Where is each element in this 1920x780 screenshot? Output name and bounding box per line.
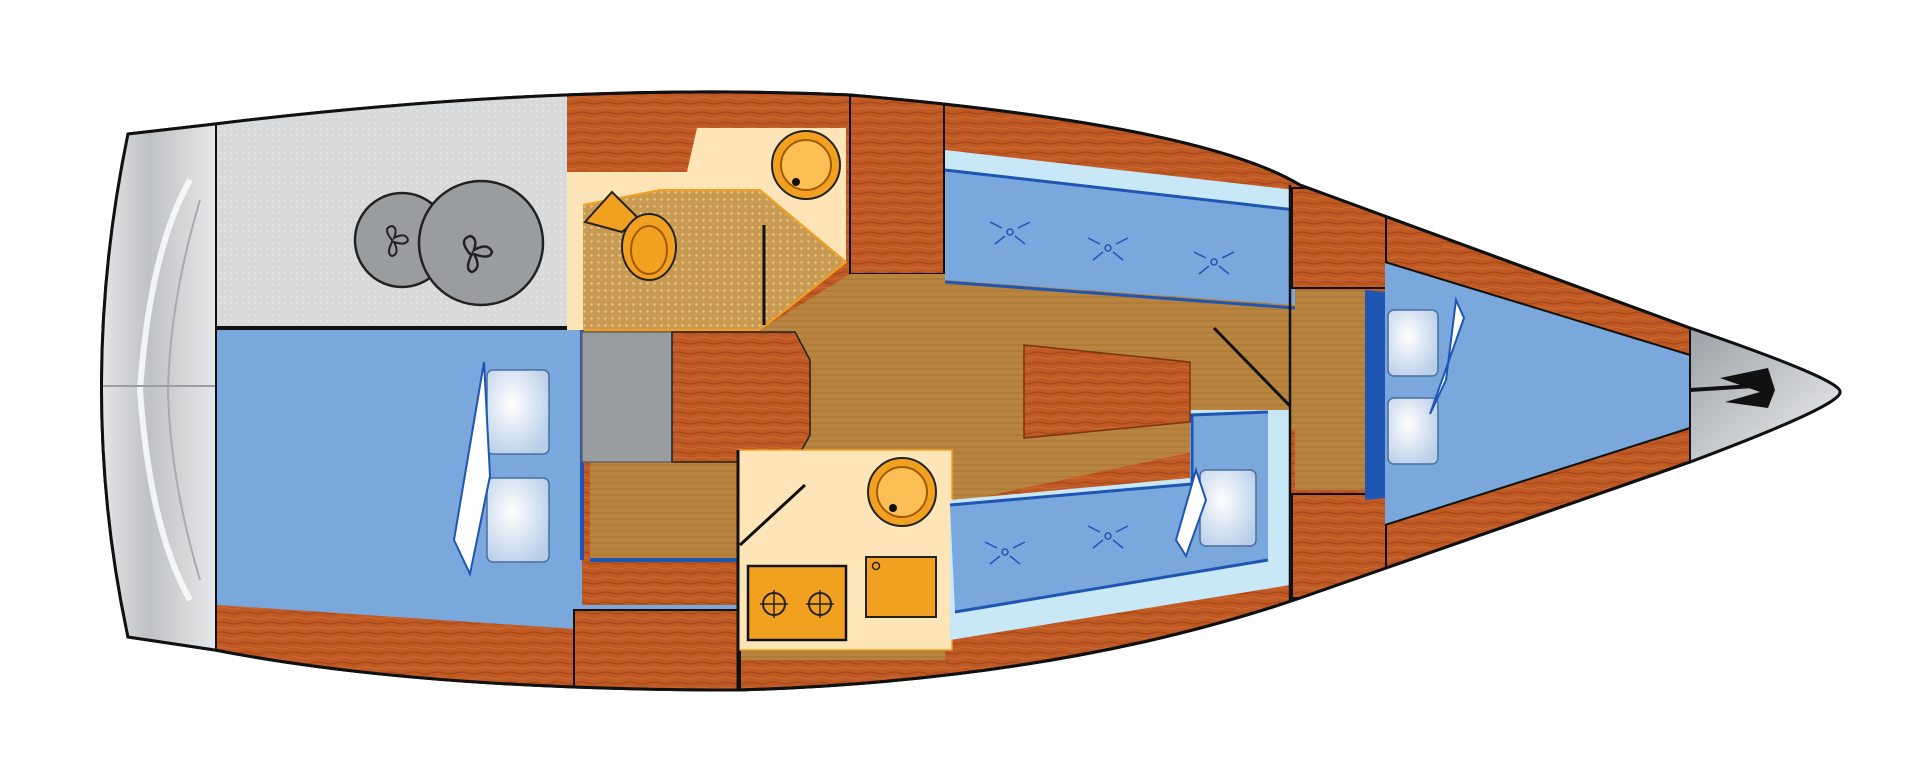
stern-transom — [101, 100, 218, 680]
steps-icon — [671, 331, 811, 463]
wheel-icon — [417, 179, 545, 307]
settee-starboard — [949, 410, 1290, 640]
hull-outline — [100, 90, 1842, 692]
sink-icon — [771, 130, 841, 200]
galley — [736, 449, 953, 690]
cockpit-locker — [216, 96, 568, 330]
head — [567, 96, 849, 331]
bow — [1689, 326, 1841, 462]
saloon-table — [1023, 344, 1191, 439]
stove-icon — [746, 564, 848, 642]
anchor-icon — [1689, 368, 1775, 408]
aft-cabin — [216, 330, 741, 691]
pillow-icon — [1174, 466, 1257, 559]
forward-cabin — [1365, 261, 1691, 526]
sink-icon — [867, 457, 937, 527]
pillow-icon — [1387, 296, 1466, 465]
toilet-icon — [583, 190, 677, 281]
bulkhead — [849, 95, 945, 275]
cushion-button-icon — [989, 221, 1235, 275]
cushion-button-icon — [984, 525, 1129, 565]
companionway — [581, 331, 811, 463]
pillow-icon — [452, 361, 550, 578]
fridge-icon — [865, 556, 937, 618]
settee-port — [944, 150, 1296, 310]
